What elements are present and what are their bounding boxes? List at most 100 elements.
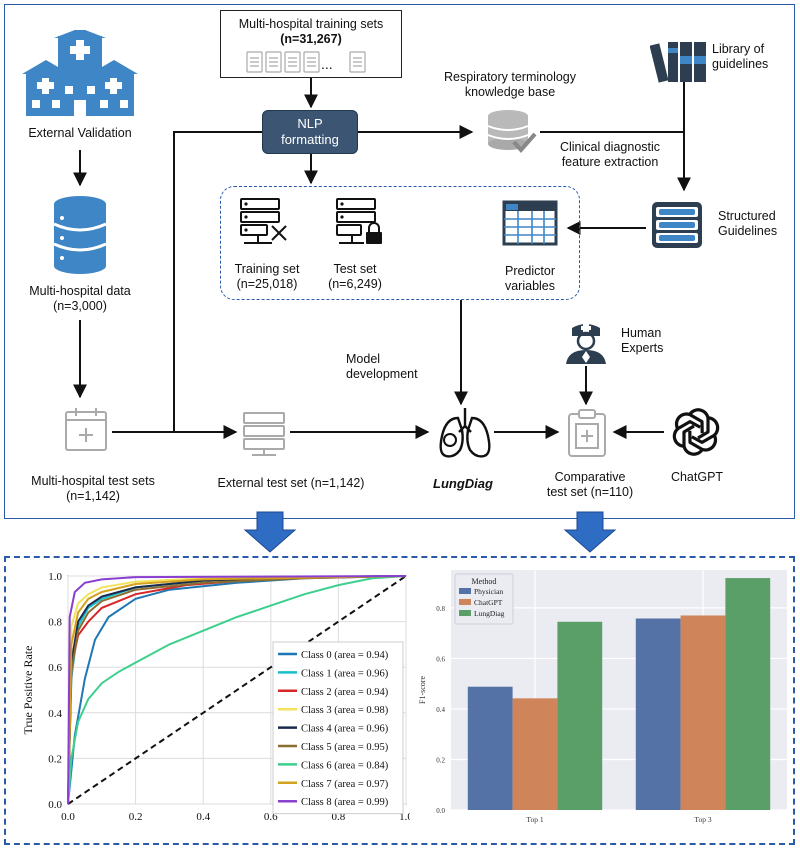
bar-lungdiag-1 — [725, 578, 771, 810]
table-icon — [502, 200, 558, 246]
server-lock-icon — [336, 198, 382, 244]
library-label: Library of guidelines — [712, 42, 768, 72]
multi-hospital-test-sets-label: Multi-hospital test sets (n=1,142) — [8, 474, 178, 504]
nlp-formatting-box: NLP formatting — [262, 110, 358, 154]
roc-curve-class-8 — [67, 575, 407, 805]
legend-label: Class 1 (area = 0.96) — [301, 668, 389, 679]
multi-hospital-data-line1: Multi-hospital data — [29, 284, 131, 298]
x-tick-label: 0.4 — [196, 811, 210, 823]
bar-physician-1 — [635, 618, 681, 810]
training-set-label: Training set (n=25,018) — [222, 262, 312, 292]
legend-swatch — [459, 610, 471, 616]
database-icon — [53, 196, 107, 274]
model-development-line2: development — [346, 367, 418, 381]
human-experts-label: Human Experts — [621, 326, 663, 356]
structured-line1: Structured — [718, 209, 776, 223]
y-tick-label: 0.0 — [436, 807, 445, 815]
books-icon — [650, 42, 706, 83]
training-set-line1: Training set — [234, 262, 300, 276]
legend-label: Class 3 (area = 0.98) — [301, 705, 389, 716]
line-nlp-to-external — [173, 131, 262, 432]
x-tick-label: 0.0 — [61, 811, 75, 823]
test-sets-line2: (n=1,142) — [66, 489, 120, 503]
y-tick-label: 0.2 — [436, 756, 445, 764]
comparative-line2: test set (n=110) — [546, 485, 634, 499]
legend-label: ChatGPT — [474, 598, 503, 607]
y-tick-label: 0.6 — [48, 662, 62, 674]
respiratory-kb-line1: Respiratory terminology — [444, 70, 576, 84]
diagonal-line — [67, 575, 407, 805]
roc-curve-class-3 — [67, 575, 407, 805]
y-tick-label: 0.4 — [436, 706, 445, 714]
results-frame — [4, 556, 795, 845]
x-tick-label: Top 1 — [526, 815, 543, 824]
legend-swatch — [459, 599, 471, 605]
library-line2: guidelines — [712, 57, 769, 71]
structured-guidelines-icon — [652, 202, 702, 248]
training-sets-title: Multi-hospital training sets — [238, 17, 384, 31]
y-tick-label: 0.6 — [436, 655, 445, 663]
y-tick-label: 0.4 — [48, 708, 62, 720]
test-set-label: Test set (n=6,249) — [310, 262, 400, 292]
respiratory-kb-label: Respiratory terminology knowledge base — [420, 70, 600, 100]
external-test-set-label: External test set (n=1,142) — [217, 476, 365, 490]
chatgpt-logo-icon — [672, 408, 720, 456]
calendar-icon — [65, 408, 107, 451]
multi-hospital-data-line2: (n=3,000) — [53, 299, 107, 313]
bar-chatgpt-0 — [512, 698, 558, 810]
y-tick-label: 0.8 — [436, 605, 445, 613]
model-inputs-group — [220, 186, 580, 300]
x-tick-label: 1.0 — [399, 811, 410, 823]
y-tick-label: 0.0 — [48, 799, 62, 811]
training-set-line2: (n=25,018) — [236, 277, 298, 291]
hospital-icon — [22, 30, 138, 116]
roc-curve-class-6 — [67, 575, 407, 805]
database-check-icon — [487, 110, 537, 154]
test-sets-line1: Multi-hospital test sets — [31, 474, 155, 488]
server-icon — [243, 412, 285, 456]
feature-extraction-label: Clinical diagnostic feature extraction — [540, 140, 680, 170]
library-line1: Library of — [712, 42, 765, 56]
legend-label: Class 7 (area = 0.97) — [301, 779, 389, 790]
documents-ellipsis: ... — [321, 56, 333, 72]
bar-chatgpt-1 — [680, 615, 726, 810]
multi-hospital-data-label: Multi-hospital data (n=3,000) — [10, 284, 150, 314]
y-tick-label: 1.0 — [48, 571, 62, 583]
structured-line2: Guidelines — [718, 224, 778, 238]
feature-extraction-line2: feature extraction — [561, 155, 659, 169]
predictor-line1: Predictor — [504, 264, 556, 278]
connector-layer — [73, 78, 691, 553]
feature-extraction-line1: Clinical diagnostic — [559, 140, 661, 154]
down-arrow-left-icon — [243, 511, 297, 553]
predictor-line2: variables — [504, 279, 556, 293]
human-experts-line2: Experts — [621, 341, 664, 355]
human-experts-line1: Human — [621, 326, 662, 340]
legend-swatch — [459, 588, 471, 594]
test-set-line1: Test set — [333, 262, 377, 276]
respiratory-kb-line2: knowledge base — [464, 85, 556, 99]
y-axis-label: True Positive Rate — [21, 646, 35, 735]
legend-label: Class 4 (area = 0.96) — [301, 724, 389, 735]
x-tick-label: 0.2 — [129, 811, 143, 823]
bar-lungdiag-0 — [557, 621, 603, 810]
y-tick-label: 0.8 — [48, 617, 62, 629]
y-tick-label: 0.2 — [48, 753, 62, 765]
nlp-label-line1: NLP — [297, 116, 323, 131]
comparative-line1: Comparative — [554, 470, 626, 484]
legend-label: Class 8 (area = 0.99) — [301, 797, 389, 808]
server-tools-icon — [240, 198, 287, 244]
legend-label: LungDiag — [474, 609, 505, 618]
test-set-line2: (n=6,249) — [328, 277, 382, 291]
diagram-frame — [4, 4, 795, 519]
training-sets-count: (n=31,267) — [280, 32, 342, 46]
lungdiag-label: LungDiag — [433, 476, 493, 491]
x-tick-label: Top 3 — [694, 815, 711, 824]
legend-label: Physician — [474, 587, 503, 596]
legend-label: Class 0 (area = 0.94) — [301, 650, 389, 661]
predictor-variables-label: Predictor variables — [485, 264, 575, 294]
legend-label: Class 6 (area = 0.84) — [301, 760, 389, 771]
legend-label: Class 5 (area = 0.95) — [301, 742, 389, 753]
structured-guidelines-label: Structured Guidelines — [718, 209, 777, 239]
documents-icon — [246, 51, 366, 73]
